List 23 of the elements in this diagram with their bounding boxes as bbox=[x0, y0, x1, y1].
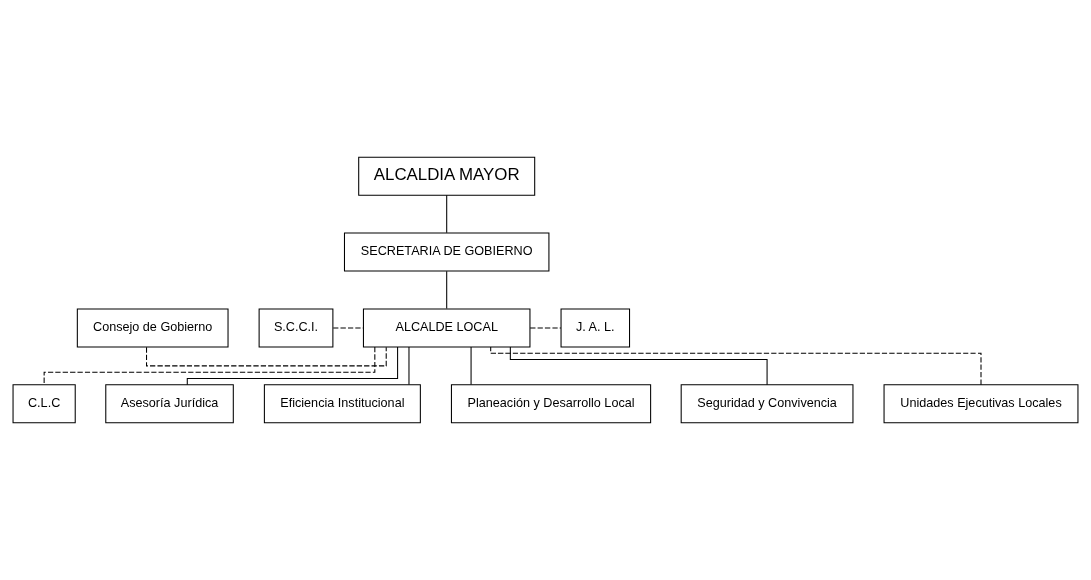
node-box: C.L.C bbox=[12, 384, 76, 424]
connector bbox=[446, 270, 448, 310]
node-box: SECRETARIA DE GOBIERNO bbox=[343, 232, 550, 272]
node-box: Planeación y Desarrollo Local bbox=[450, 384, 652, 424]
connector bbox=[186, 346, 399, 386]
node-box: S.C.C.I. bbox=[258, 308, 334, 348]
connector bbox=[509, 346, 768, 386]
connector bbox=[470, 346, 472, 385]
connector bbox=[146, 346, 387, 367]
node-box: J. A. L. bbox=[560, 308, 631, 348]
connector bbox=[332, 327, 364, 329]
node-box: Seguridad y Convivencia bbox=[680, 384, 854, 424]
node-box: Eficiencia Institucional bbox=[263, 384, 421, 424]
node-box: ALCALDIA MAYOR bbox=[358, 156, 536, 196]
node-box: Asesoría Jurídica bbox=[105, 384, 234, 424]
connector bbox=[408, 346, 410, 385]
node-box: Consejo de Gobierno bbox=[76, 308, 229, 348]
connector bbox=[446, 194, 448, 234]
connector bbox=[43, 346, 376, 386]
node-box: Unidades Ejecutivas Locales bbox=[883, 384, 1079, 424]
connector bbox=[529, 327, 562, 329]
connector bbox=[490, 346, 982, 386]
node-box: ALCALDE LOCAL bbox=[362, 308, 531, 348]
